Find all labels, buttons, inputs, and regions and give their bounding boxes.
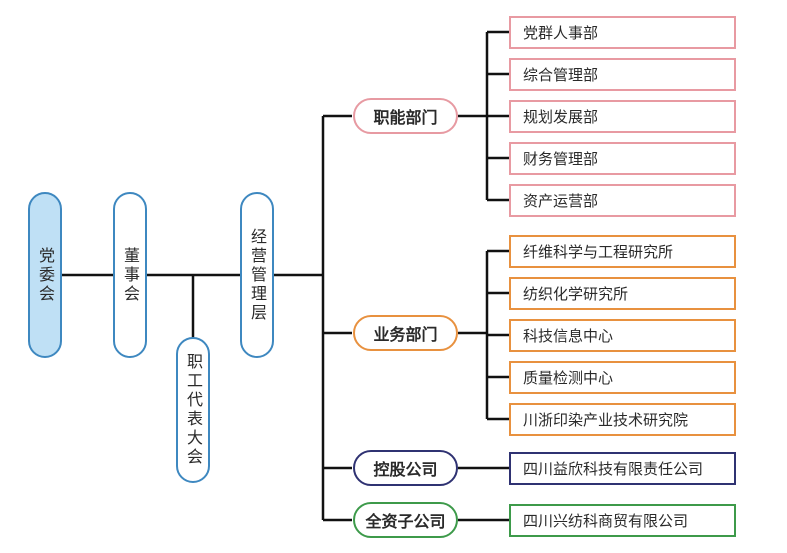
workers-congress-label: 职工代表大会: [184, 353, 203, 467]
company-label: 四川兴纺科商贸有限公司: [523, 512, 689, 530]
dept-box: 规划发展部: [509, 100, 736, 133]
dept-label: 资产运营部: [523, 192, 599, 210]
workers-congress-node: 职工代表大会: [176, 337, 210, 483]
dept-label: 规划发展部: [523, 108, 599, 126]
category-holding: 控股公司: [353, 450, 458, 486]
dept-label: 纤维科学与工程研究所: [523, 243, 674, 261]
board-node: 董事会: [113, 192, 147, 358]
category-functional: 职能部门: [353, 98, 458, 134]
management-node: 经营管理层: [240, 192, 274, 358]
dept-label: 综合管理部: [523, 66, 599, 84]
dept-box: 资产运营部: [509, 184, 736, 217]
dept-label: 川浙印染产业技术研究院: [523, 411, 689, 429]
company-box: 四川益欣科技有限责任公司: [509, 452, 736, 485]
dept-box: 质量检测中心: [509, 361, 736, 394]
category-business-label: 业务部门: [373, 325, 438, 344]
dept-label: 纺织化学研究所: [523, 285, 629, 303]
category-functional-label: 职能部门: [373, 108, 438, 127]
dept-box: 川浙印染产业技术研究院: [509, 403, 736, 436]
dept-label: 质量检测中心: [523, 369, 614, 387]
company-box: 四川兴纺科商贸有限公司: [509, 504, 736, 537]
party-committee-node: 党委会: [28, 192, 62, 358]
board-label: 董事会: [121, 246, 140, 304]
category-wholly-owned: 全资子公司: [353, 502, 458, 538]
dept-box: 综合管理部: [509, 58, 736, 91]
dept-box: 党群人事部: [509, 16, 736, 49]
dept-box: 科技信息中心: [509, 319, 736, 352]
management-label: 经营管理层: [248, 227, 267, 323]
category-wholly-owned-label: 全资子公司: [365, 512, 446, 531]
dept-box: 纺织化学研究所: [509, 277, 736, 310]
dept-label: 科技信息中心: [523, 327, 614, 345]
category-business: 业务部门: [353, 315, 458, 351]
company-label: 四川益欣科技有限责任公司: [523, 460, 704, 478]
dept-label: 财务管理部: [523, 150, 599, 168]
dept-box: 财务管理部: [509, 142, 736, 175]
party-committee-label: 党委会: [36, 246, 55, 304]
dept-box: 纤维科学与工程研究所: [509, 235, 736, 268]
dept-label: 党群人事部: [523, 24, 599, 42]
category-holding-label: 控股公司: [373, 460, 438, 479]
